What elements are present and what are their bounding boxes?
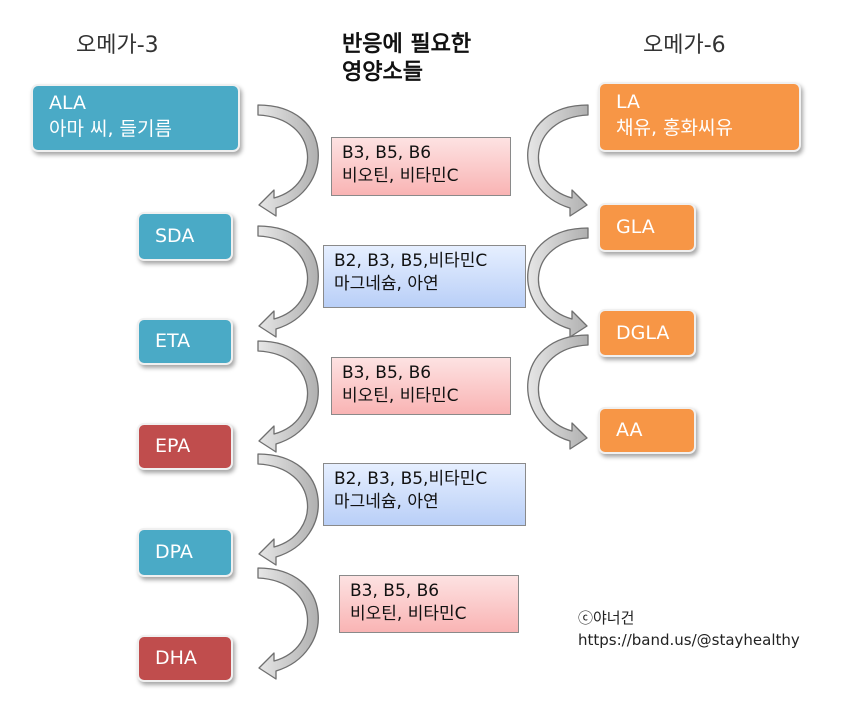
nutrients-title: 반응에 필요한 영양소들 bbox=[342, 31, 471, 87]
omega3-ala-box: ALA 아마 씨, 들기름 bbox=[31, 84, 240, 152]
arrow-dgla-aa bbox=[527, 334, 589, 450]
dha-label: DHA bbox=[155, 647, 197, 669]
nutrients-title-line1: 반응에 필요한 bbox=[342, 32, 472, 57]
dgla-label: DGLA bbox=[616, 321, 670, 344]
ala-name: ALA bbox=[49, 92, 87, 114]
omega6-dgla-box: DGLA bbox=[598, 309, 696, 357]
la-name: LA bbox=[616, 91, 641, 113]
nutrient-3-line2: 비오틴, 비타민C bbox=[342, 386, 459, 406]
nutrient-box-5: B3, B5, B6 비오틴, 비타민C bbox=[339, 575, 519, 633]
nutrient-3-line1: B3, B5, B6 bbox=[342, 363, 432, 383]
omega6-aa-box: AA bbox=[598, 407, 696, 454]
omega3-epa-box: EPA bbox=[137, 423, 233, 470]
nutrient-2-line1: B2, B3, B5,비타민C bbox=[334, 251, 488, 271]
arrow-eta-epa bbox=[257, 340, 319, 453]
arrow-gla-dgla bbox=[527, 227, 589, 338]
arrow-dpa-dha bbox=[257, 567, 319, 680]
omega6-header: 오메가-6 bbox=[643, 33, 726, 58]
omega3-eta-box: ETA bbox=[137, 318, 233, 365]
la-sources: 채유, 홍화씨유 bbox=[616, 117, 733, 139]
nutrient-1-line1: B3, B5, B6 bbox=[342, 143, 432, 163]
arrow-ala-sda bbox=[257, 104, 319, 217]
arrow-la-gla bbox=[527, 104, 589, 217]
omega6-gla-box: GLA bbox=[598, 203, 696, 252]
omega3-dpa-box: DPA bbox=[137, 528, 233, 577]
credit-url: https://band.us/@stayhealthy bbox=[578, 631, 800, 649]
arrow-sda-eta bbox=[257, 225, 319, 338]
omega3-sda-box: SDA bbox=[137, 212, 233, 261]
credit: ⓒ야너건 https://band.us/@stayhealthy bbox=[578, 607, 800, 651]
sda-label: SDA bbox=[155, 225, 195, 247]
eta-label: ETA bbox=[155, 330, 191, 352]
nutrient-box-4: B2, B3, B5,비타민C 마그네슘, 아연 bbox=[323, 463, 526, 526]
ala-sources: 아마 씨, 들기름 bbox=[49, 118, 172, 140]
nutrient-1-line2: 비오틴, 비타민C bbox=[342, 166, 459, 186]
credit-author: ⓒ야너건 bbox=[578, 609, 635, 627]
nutrient-4-line1: B2, B3, B5,비타민C bbox=[334, 469, 488, 489]
dpa-label: DPA bbox=[155, 541, 193, 563]
aa-label: AA bbox=[616, 419, 643, 441]
nutrient-2-line2: 마그네슘, 아연 bbox=[334, 274, 439, 294]
nutrient-5-line2: 비오틴, 비타민C bbox=[350, 604, 467, 624]
gla-label: GLA bbox=[616, 216, 655, 238]
omega6-la-box: LA 채유, 홍화씨유 bbox=[598, 82, 801, 152]
nutrient-box-3: B3, B5, B6 비오틴, 비타민C bbox=[331, 357, 511, 415]
nutrient-box-2: B2, B3, B5,비타민C 마그네슘, 아연 bbox=[323, 245, 526, 308]
arrow-epa-dpa bbox=[257, 453, 319, 566]
omega3-header: 오메가-3 bbox=[76, 33, 159, 58]
nutrient-4-line2: 마그네슘, 아연 bbox=[334, 492, 439, 512]
epa-label: EPA bbox=[155, 435, 191, 457]
nutrient-5-line1: B3, B5, B6 bbox=[350, 581, 440, 601]
nutrient-box-1: B3, B5, B6 비오틴, 비타민C bbox=[331, 137, 511, 196]
omega3-dha-box: DHA bbox=[137, 635, 233, 682]
nutrients-title-line2: 영양소들 bbox=[342, 60, 423, 85]
